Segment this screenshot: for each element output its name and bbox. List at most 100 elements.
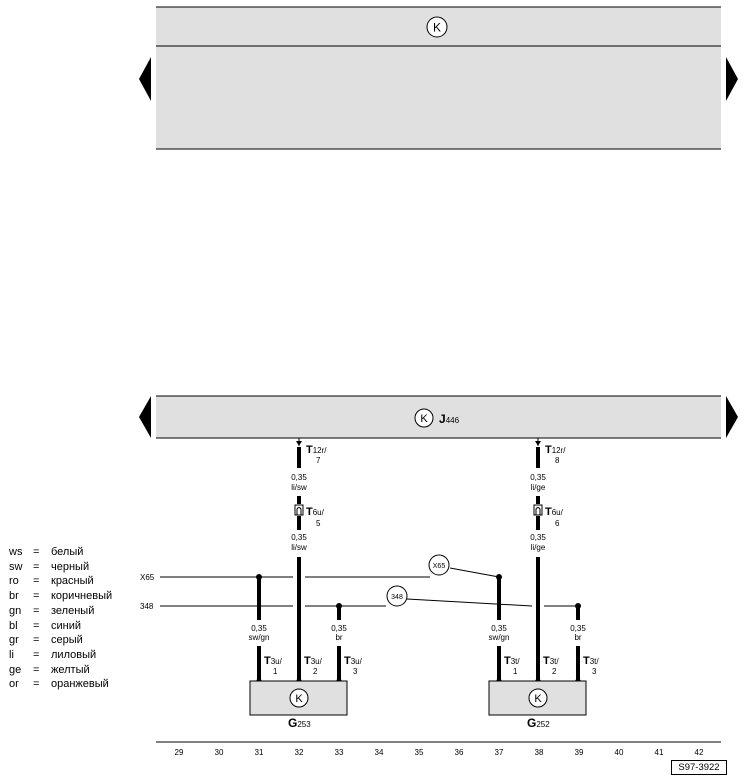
svg-text:K: K [420, 413, 428, 425]
legend-eq: = [33, 678, 40, 691]
left-arrow-icon[interactable] [139, 396, 151, 438]
legend-name: красный [51, 575, 94, 588]
wire-size: 0,35 [530, 533, 546, 542]
component-label-g253: G253 [288, 716, 311, 730]
wire-color: sw/gn [249, 633, 270, 642]
wire-color: li/sw [291, 543, 307, 552]
legend-row: ro=красный [9, 574, 112, 589]
wire-size: 0,35 [570, 624, 586, 633]
legend-code: br [9, 590, 19, 603]
component-label-g252: G252 [527, 716, 550, 730]
legend-eq: = [33, 546, 40, 558]
wire-left [294, 438, 304, 681]
scale-number: 38 [535, 748, 544, 757]
connector-t12r-8: T12r/ [545, 444, 566, 456]
bus-348 [160, 585, 581, 609]
scale-number: 31 [255, 748, 264, 757]
scale-number: 29 [175, 748, 184, 757]
bus-marker: X65 [433, 563, 446, 570]
legend-eq: = [33, 560, 40, 573]
legend-code: ge [9, 663, 22, 676]
wire-color: li/sw [291, 483, 307, 492]
pin-label: T3u/ [304, 655, 323, 667]
legend-row: br = коричневый [9, 589, 112, 604]
scale-number: 35 [415, 748, 424, 757]
wire-size: 0,35 [291, 533, 307, 542]
legend-row: or=оранжевый [9, 677, 112, 692]
wire-size: 0,35 [291, 473, 307, 482]
branch-g253-3 [336, 606, 342, 681]
legend-row: ws = белый [9, 545, 112, 560]
bottom-panel [156, 396, 721, 438]
pin-number: 5 [316, 519, 321, 528]
pin-label: T3u/ [264, 655, 283, 667]
legend-eq: = [33, 619, 40, 632]
pin-number: 3 [353, 667, 358, 676]
legend-code: or [9, 678, 19, 691]
connector-t12r-7: T12r/ [306, 444, 327, 456]
scale-number: 40 [615, 748, 624, 757]
pin-label: T3t/ [504, 655, 520, 667]
j446-symbol: K [414, 408, 434, 428]
scale-number: 36 [455, 748, 464, 757]
legend-eq: = [33, 663, 40, 676]
legend-eq: = [33, 575, 40, 588]
pin-number: 1 [273, 667, 278, 676]
legend-name: синий [51, 619, 82, 632]
legend-row: li=лиловый [9, 648, 112, 663]
legend-row: gr=серый [9, 633, 112, 648]
wire-color: sw/gn [489, 633, 510, 642]
svg-text:K: K [433, 21, 441, 35]
legend-row: ge=желтый [9, 663, 112, 678]
wire-color: br [335, 633, 342, 642]
pin-number: 8 [555, 456, 560, 465]
connector-t6u-6: T6u/ [545, 506, 564, 518]
scale-number: 42 [695, 748, 704, 757]
legend-name: зеленый [51, 604, 95, 617]
wire-size: 0,35 [491, 624, 507, 633]
scale-number: 39 [575, 748, 584, 757]
component-label-j446: J446 [439, 412, 460, 426]
wire-color: br [574, 633, 581, 642]
pin-label: T3u/ [344, 655, 363, 667]
scale-number: 41 [655, 748, 664, 757]
sensor-g253: K [249, 680, 348, 716]
legend-code: ws [9, 546, 23, 558]
legend-code: sw [9, 560, 23, 573]
pin-number: 3 [592, 667, 597, 676]
legend-name: белый [51, 546, 84, 558]
wire-size: 0,35 [331, 624, 347, 633]
scale-number: 37 [495, 748, 504, 757]
legend-eq: = [33, 590, 40, 603]
scale-number: 34 [375, 748, 384, 757]
legend-eq: = [33, 634, 40, 647]
pin-number: 1 [513, 667, 518, 676]
legend-row: bl=синий [9, 619, 112, 634]
legend-name: серый [51, 634, 83, 647]
connector-t6u-5: T6u/ [306, 506, 325, 518]
legend-eq: = [33, 604, 40, 617]
scale-number: 32 [295, 748, 304, 757]
pin-number: 6 [555, 519, 560, 528]
pin-number: 2 [552, 667, 557, 676]
bus-label: X65 [140, 573, 155, 582]
bus-marker: 348 [391, 594, 403, 601]
wire-right [533, 438, 543, 681]
pin-number: 2 [313, 667, 318, 676]
scale-number: 33 [335, 748, 344, 757]
right-arrow-icon[interactable] [726, 396, 738, 438]
pin-label: T3t/ [583, 655, 599, 667]
right-arrow-icon[interactable] [726, 57, 738, 101]
scale-number: 30 [215, 748, 224, 757]
document-id: S97-3922 [671, 760, 727, 775]
svg-text:K: K [295, 693, 303, 705]
wire-color: li/ge [531, 483, 546, 492]
legend-name: коричневый [51, 590, 113, 603]
scale: 29 30 31 32 33 34 35 36 37 38 39 40 41 42 [175, 748, 704, 757]
branch-g252-1 [496, 577, 502, 681]
bus-label: 348 [140, 602, 154, 611]
legend-eq: = [33, 648, 40, 661]
legend-code: li [9, 648, 14, 661]
legend-code: gn [9, 604, 22, 617]
left-arrow-icon[interactable] [139, 57, 151, 101]
